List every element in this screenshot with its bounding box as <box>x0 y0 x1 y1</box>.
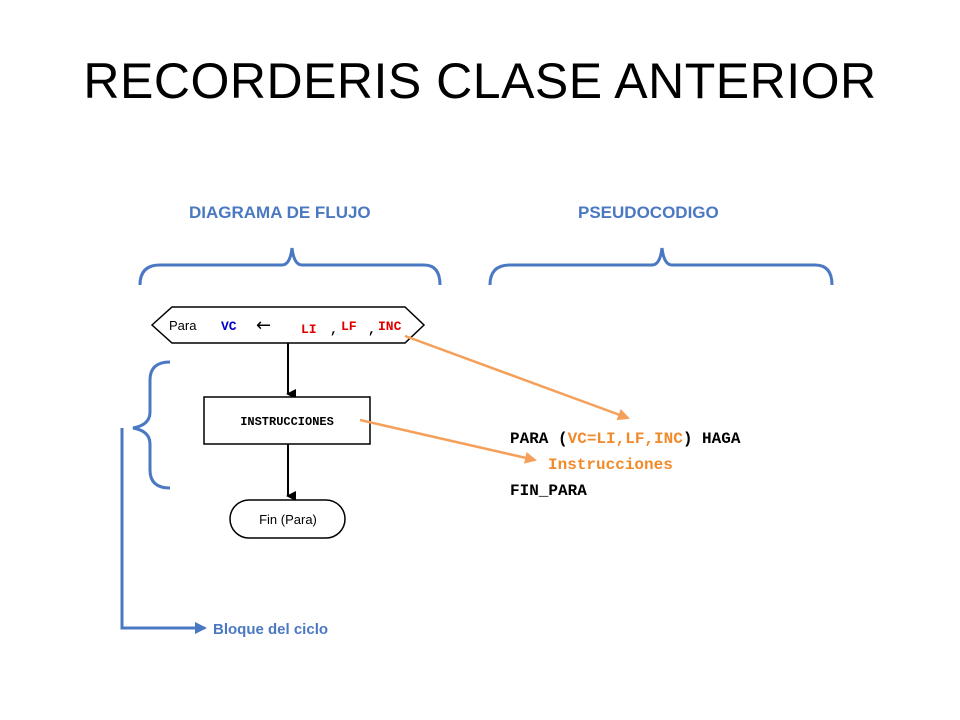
end-terminal <box>229 499 346 539</box>
vc-variable: VC <box>221 319 237 334</box>
pseudo-line-2: Instrucciones <box>548 456 673 474</box>
flowchart-brace <box>138 247 442 286</box>
pseudo-line-1-params: VC=LI,LF,INC <box>568 430 684 448</box>
pseudo-line-3: FIN_PARA <box>510 482 587 500</box>
instructions-box <box>203 396 371 445</box>
comma-2: , <box>368 322 376 337</box>
inc-variable: INC <box>378 319 402 334</box>
pseudocode-brace <box>488 247 834 286</box>
lf-variable: LF <box>341 319 357 334</box>
loop-block-connector <box>120 428 207 634</box>
li-variable: LI <box>301 322 317 337</box>
connector-params <box>404 334 630 421</box>
slide-title: RECORDERIS CLASE ANTERIOR <box>83 53 877 109</box>
pseudo-line-1-prefix: PARA ( <box>510 430 568 448</box>
connector-instructions <box>359 418 537 464</box>
loop-block-label: Bloque del ciclo <box>213 621 328 638</box>
pseudocode-label: PSEUDOCODIGO <box>578 203 719 222</box>
para-hexagon <box>150 306 426 344</box>
end-text: Fin (Para) <box>259 512 317 527</box>
loop-brace <box>132 360 171 490</box>
pseudo-line-1: PARA (VC=LI,LF,INC) HAGA <box>510 430 741 448</box>
pseudo-line-1-suffix: ) HAGA <box>683 430 741 448</box>
comma-1: , <box>330 322 338 337</box>
instructions-text: INSTRUCCIONES <box>240 415 334 429</box>
flowchart-label: DIAGRAMA DE FLUJO <box>189 203 371 222</box>
para-word: Para <box>169 318 197 333</box>
assign-arrow: ← <box>256 315 271 336</box>
